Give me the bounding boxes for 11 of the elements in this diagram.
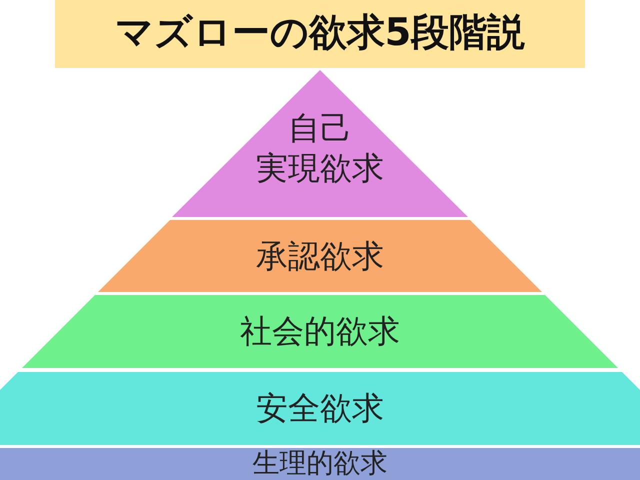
tier-label: 安全欲求 <box>255 388 385 428</box>
pyramid-tier <box>172 70 468 217</box>
pyramid-tier <box>98 220 542 292</box>
pyramid-tier <box>0 448 640 480</box>
tier-label: 生理的欲求 <box>252 449 388 479</box>
tier-label: 承認欲求 <box>255 236 385 276</box>
tier-label: 自己実現欲求 <box>255 108 385 188</box>
pyramid-tier <box>0 372 640 445</box>
tier-label: 社会的欲求 <box>239 311 401 351</box>
title-banner: マズローの欲求5段階説 <box>55 0 585 68</box>
pyramid-tier <box>22 295 618 368</box>
